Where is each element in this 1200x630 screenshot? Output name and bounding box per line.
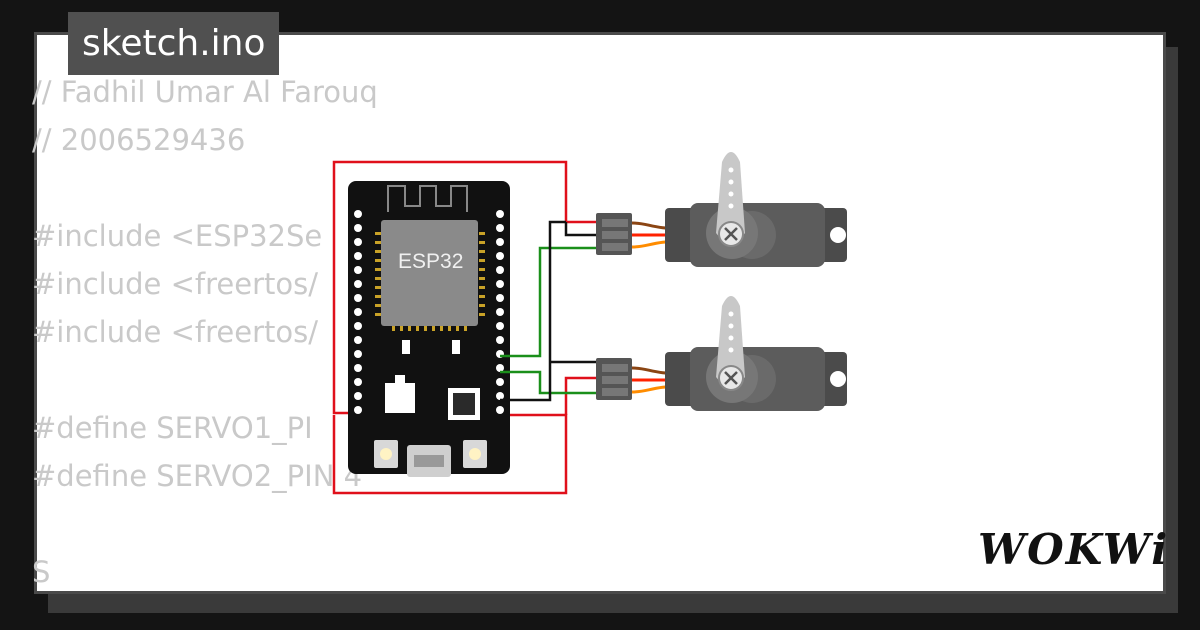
code-line: #define SERVO1_PI xyxy=(32,411,313,445)
mount-hole xyxy=(830,227,846,243)
code-line: #include <freertos/ xyxy=(32,315,318,349)
wokwi-logo: WOKWi xyxy=(978,525,1170,574)
mount-hole xyxy=(830,371,846,387)
code-line: // Fadhil Umar Al Farouq xyxy=(32,75,378,109)
servo-motor-1[interactable] xyxy=(665,152,847,267)
screw-icon xyxy=(724,371,738,385)
en-button[interactable] xyxy=(374,440,398,468)
servo2-connector[interactable] xyxy=(596,358,632,400)
servo-horn xyxy=(716,296,745,387)
right-pin-header xyxy=(496,210,504,414)
smd-component xyxy=(402,340,410,354)
screw-icon xyxy=(724,227,738,241)
editor-card xyxy=(34,32,1166,594)
ground-wire[interactable] xyxy=(500,220,596,402)
servo-motor-2[interactable] xyxy=(665,296,847,411)
left-pin-header xyxy=(354,210,362,414)
antenna-trace xyxy=(387,185,468,212)
code-line: #include <freertos/ xyxy=(32,267,318,301)
smd-component xyxy=(452,340,460,354)
boot-button[interactable] xyxy=(463,440,487,468)
code-line: // 2006529436 xyxy=(32,123,246,157)
signal-wire[interactable] xyxy=(500,246,596,395)
code-line: #include <ESP32Se xyxy=(32,219,323,253)
esp32-module xyxy=(381,220,478,326)
module-pads xyxy=(375,232,485,331)
regulator-tab xyxy=(395,375,405,383)
servo1-connector[interactable] xyxy=(596,213,632,255)
code-line: S xyxy=(32,555,51,589)
usb-chip-core xyxy=(453,393,475,415)
chip-label: ESP32 xyxy=(398,250,463,273)
power-wire[interactable] xyxy=(332,160,596,495)
code-editor[interactable]: // Fadhil Umar Al Farouq // 2006529436 #in… xyxy=(32,68,378,596)
file-tab-sketch[interactable]: sketch.ino xyxy=(68,12,280,75)
esp32-board[interactable]: ESP32 xyxy=(348,181,510,477)
servo-horn xyxy=(716,152,745,243)
voltage-regulator xyxy=(385,383,415,413)
